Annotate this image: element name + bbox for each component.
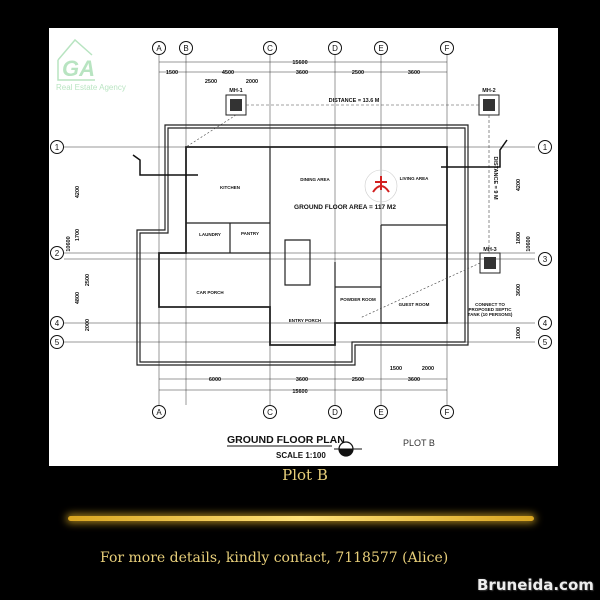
dim-left-overall: 10600 [66, 236, 72, 251]
brunei-emblem-icon [364, 169, 398, 203]
grid-column-top-label: C [267, 44, 273, 53]
dim-text: 1500 [390, 366, 402, 372]
grid-row-right-label: 4 [543, 319, 548, 328]
grid-column-top-label: A [156, 44, 162, 53]
grid-column-bottom-label: E [378, 408, 383, 417]
logo-name: Real Estate Agency [56, 83, 126, 92]
grid-row-right-bubble [538, 316, 552, 330]
dim-text: 2500 [205, 79, 217, 85]
grid-column-bottom-bubble [440, 405, 454, 419]
floor-plan-sheet [49, 28, 558, 466]
dim-text: 2000 [422, 366, 434, 372]
grid-column-bottom-label: C [267, 408, 273, 417]
grid-column-top-bubble [263, 41, 277, 55]
dim-top-overall: 15600 [292, 60, 307, 66]
agency-logo: GA Real Estate Agency [56, 38, 126, 92]
grid-column-top-bubble [152, 41, 166, 55]
logo-initials: GA [62, 56, 95, 81]
plot-label: PLOT B [403, 438, 435, 448]
room-pantry: PANTRY [241, 231, 259, 236]
manholes [185, 94, 501, 319]
room-kitchen: KITCHEN [220, 185, 240, 190]
plan-title: GROUND FLOOR PLAN [227, 434, 345, 446]
dim-text: 4200 [75, 186, 81, 198]
dim-text: 4200 [516, 179, 522, 191]
dim-text: 2500 [85, 274, 91, 286]
room-powder: POWDER ROOM [340, 297, 376, 302]
dim-text: 1000 [516, 327, 522, 339]
section-symbol-icon [334, 441, 362, 457]
grid-column-bottom-bubble [328, 405, 342, 419]
dim-text: 3600 [296, 70, 308, 76]
grid-row-left-label: 2 [55, 249, 60, 258]
grid-column-top-bubble [179, 41, 193, 55]
grid-column-bottom-bubble [263, 405, 277, 419]
dim-text: 2000 [85, 319, 91, 331]
grid-row-left-bubble [50, 140, 64, 154]
room-guest: GUEST ROOM [399, 302, 430, 307]
dim-text: 4800 [75, 292, 81, 304]
grid-column-top-label: B [183, 44, 188, 53]
room-laundry: LAUNDRY [199, 232, 221, 237]
dim-text: 3600 [408, 377, 420, 383]
manhole-label: MH-3 [483, 247, 496, 253]
watermark: Bruneida.com [477, 576, 594, 594]
building-walls [136, 124, 469, 366]
grid-row-left-label: 1 [55, 143, 60, 152]
contact-text: For more details, kindly contact, 711857… [100, 550, 449, 566]
dim-text: 1500 [166, 70, 178, 76]
plan-scale: SCALE 1:100 [276, 451, 326, 460]
floor-area: GROUND FLOOR AREA = 117 M2 [294, 204, 396, 211]
dim-text: 6000 [209, 377, 221, 383]
distance-label: DISTANCE = 13.6 M [329, 98, 380, 104]
grid-row-right-label: 1 [543, 143, 548, 152]
dim-text: 1800 [516, 232, 522, 244]
caption: Plot B [282, 466, 328, 484]
dim-text: 2500 [352, 70, 364, 76]
dim-text: 4500 [222, 70, 234, 76]
grid-column-top-bubble [374, 41, 388, 55]
dim-bottom-overall: 15600 [292, 389, 307, 395]
grid-row-right-label: 5 [543, 338, 548, 347]
grid-row-left-label: 5 [55, 338, 60, 347]
dim-text: 2000 [246, 79, 258, 85]
dim-text: 2500 [352, 377, 364, 383]
grid-column-bottom-label: D [332, 408, 338, 417]
room-living: LIVING AREA [400, 176, 430, 181]
dim-text: 3600 [296, 377, 308, 383]
manhole-label: MH-1 [229, 88, 242, 94]
grid-row-left-bubble [50, 335, 64, 349]
grid-column-bottom-label: F [445, 408, 450, 417]
manhole-label: MH-2 [482, 88, 495, 94]
north-arrow-icon [132, 139, 508, 176]
room-dining: DINING AREA [300, 177, 330, 182]
grid-column-bottom-bubble [152, 405, 166, 419]
septic-note: CONNECT TO PROPOSED SEPTIC TANK (10 PERS… [467, 302, 513, 317]
grid-column-top-label: D [332, 44, 338, 53]
dim-text: 1700 [75, 229, 81, 241]
grid-column-top-bubble [440, 41, 454, 55]
gold-divider [68, 516, 534, 521]
grid-row-right-bubble [538, 140, 552, 154]
distance-label: DISTANCE = 9 M [492, 156, 498, 200]
grid-row-left-bubble [50, 246, 64, 260]
dim-text: 3600 [408, 70, 420, 76]
grid-row-right-bubble [538, 252, 552, 266]
grid-column-bottom-label: A [156, 408, 162, 417]
dim-text: 3600 [516, 284, 522, 296]
grid-row-right-label: 3 [543, 255, 548, 264]
grid-column-top-label: E [378, 44, 383, 53]
room-car-porch: CAR PORCH [196, 290, 223, 295]
room-entry-porch: ENTRY PORCH [289, 318, 322, 323]
grid-column-bottom-bubble [374, 405, 388, 419]
dim-right-overall: 10600 [526, 236, 532, 251]
grid-row-right-bubble [538, 335, 552, 349]
grid-row-left-bubble [50, 316, 64, 330]
grid-row-left-label: 4 [55, 319, 60, 328]
grid-column-top-bubble [328, 41, 342, 55]
grid-column-top-label: F [445, 44, 450, 53]
